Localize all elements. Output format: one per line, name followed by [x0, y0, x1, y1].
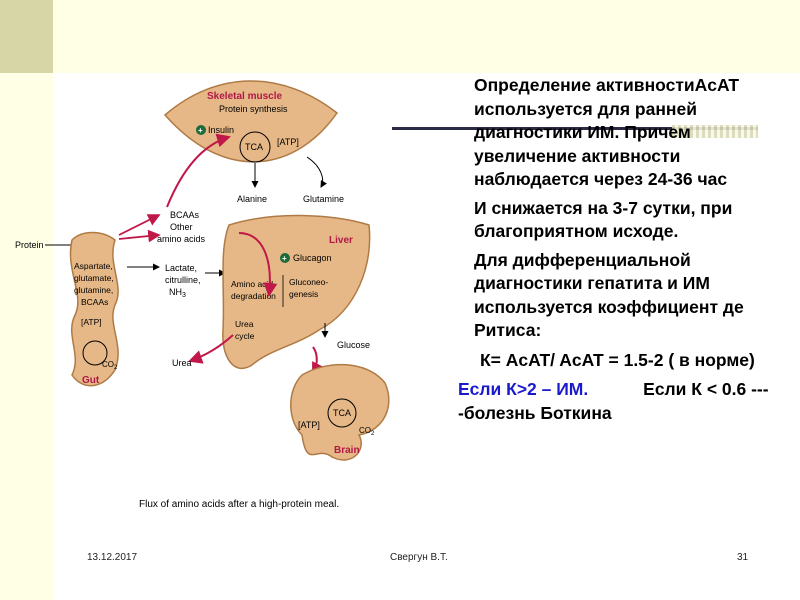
gut-label-4: BCAAs	[81, 297, 108, 307]
gut-label-1: Aspartate,	[74, 261, 113, 271]
gut-co2-label: CO2	[102, 360, 118, 371]
protein-synthesis-label: Protein synthesis	[219, 104, 288, 114]
svg-text:+: +	[282, 254, 287, 263]
lactate-label-3: NH3	[169, 287, 186, 299]
lactate-label-2: citrulline,	[165, 275, 201, 285]
gut-organ	[69, 231, 119, 387]
gut-atp-label: [ATP]	[81, 317, 102, 327]
glucagon-label: Glucagon	[293, 253, 332, 263]
lactate-label-1: Lactate,	[165, 263, 197, 273]
insulin-label: Insulin	[208, 125, 234, 135]
decor-band-top	[53, 0, 800, 73]
gut-cycle	[82, 340, 108, 366]
alanine-label: Alanine	[237, 194, 267, 204]
liver-organ	[222, 214, 371, 370]
svg-text:+: +	[198, 126, 203, 135]
gut-label-2: glutamate,	[74, 273, 114, 283]
brain-label: Brain	[334, 445, 360, 456]
amino-acid-flux-figure: Skeletal muscle Protein synthesis + Insu…	[15, 80, 390, 510]
protein-label: Protein	[15, 240, 44, 250]
conclusion-blue: Если К>2 – ИМ.	[458, 379, 589, 399]
urea-label: Urea	[172, 358, 192, 368]
paragraph-2: И снижается на 3-7 сутки, при благоприят…	[474, 197, 733, 242]
bcaas-label: BCAAs	[170, 210, 200, 220]
gluconeogenesis-label-1: Gluconeo-	[289, 277, 328, 287]
slide-text: Определение активностиAcAT используется …	[452, 74, 772, 425]
paragraph-conclusion: Если К>2 – ИМ. Если К < 0.6 ----болезнь …	[452, 378, 772, 425]
gluconeogenesis-label-2: genesis	[289, 289, 318, 299]
paragraph-3: Для дифференциальной диагностики гепатит…	[474, 249, 744, 341]
glucagon-marker-icon	[280, 253, 290, 263]
liver-label: Liver	[329, 235, 353, 246]
insulin-marker-icon	[196, 125, 206, 135]
footer-page-number: 31	[737, 552, 749, 563]
decor-square	[0, 0, 53, 73]
skeletal-muscle-label: Skeletal muscle	[207, 91, 282, 102]
urea-cycle-label-2: cycle	[235, 331, 255, 341]
gut-label: Gut	[82, 375, 100, 386]
skeletal-muscle-organ	[163, 80, 339, 163]
title-rule-pattern	[672, 125, 758, 138]
footer-date: 13.12.2017	[87, 552, 138, 563]
other-label: Other	[170, 222, 193, 232]
brain-co2-label: CO2	[359, 426, 375, 437]
figure-caption: Flux of amino acids after a high-protein…	[139, 499, 339, 510]
brain-organ	[290, 363, 390, 461]
muscle-tca-cycle	[239, 131, 271, 163]
urea-cycle-label-1: Urea	[235, 319, 254, 329]
conclusion-black: Если К < 0.6 ----болезнь Боткина	[458, 379, 769, 423]
title-rule	[392, 127, 758, 130]
muscle-tca-label: TCA	[245, 142, 263, 152]
footer-author: Свергун В.Т.	[390, 552, 448, 563]
brain-tca-cycle	[327, 398, 357, 428]
amino-acid-degradation-label-2: degradation	[231, 291, 276, 301]
brain-tca-label: TCA	[333, 408, 351, 418]
paragraph-1: Определение активностиAcAT используется …	[474, 75, 740, 189]
glucose-label: Glucose	[337, 340, 370, 350]
decor-band-left	[0, 73, 53, 600]
paragraph-formula: К= AcAT/ AcAT = 1.5-2 ( в норме)	[480, 349, 755, 370]
amino-acids-label: amino acids	[157, 234, 206, 244]
gut-label-3: glutamine,	[74, 285, 113, 295]
muscle-atp-label: [ATP]	[277, 137, 299, 147]
amino-acid-degradation-label-1: Amino acid	[231, 279, 273, 289]
brain-atp-label: [ATP]	[298, 420, 320, 430]
glutamine-label: Glutamine	[303, 194, 344, 204]
